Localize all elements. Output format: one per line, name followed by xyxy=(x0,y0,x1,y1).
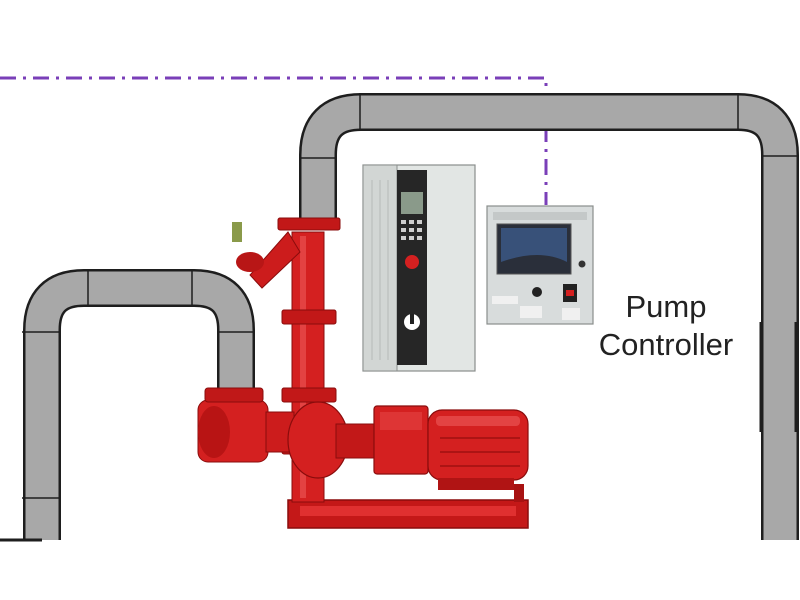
vfd-drive-icon xyxy=(362,164,476,372)
butterfly-valve-icon xyxy=(197,387,295,463)
signal-line xyxy=(0,76,548,205)
pump-motor-icon xyxy=(427,409,529,490)
touchscreen-panel-icon xyxy=(486,205,594,325)
pump-controller-label: Pump Controller xyxy=(586,288,746,364)
left-loop-pipe xyxy=(0,269,255,542)
top-loop-pipe xyxy=(299,93,799,540)
pump-controller-label-line1: Pump xyxy=(625,289,707,324)
pump-controller-label-line2: Controller xyxy=(598,327,734,362)
fire-pump-assembly xyxy=(197,217,529,529)
